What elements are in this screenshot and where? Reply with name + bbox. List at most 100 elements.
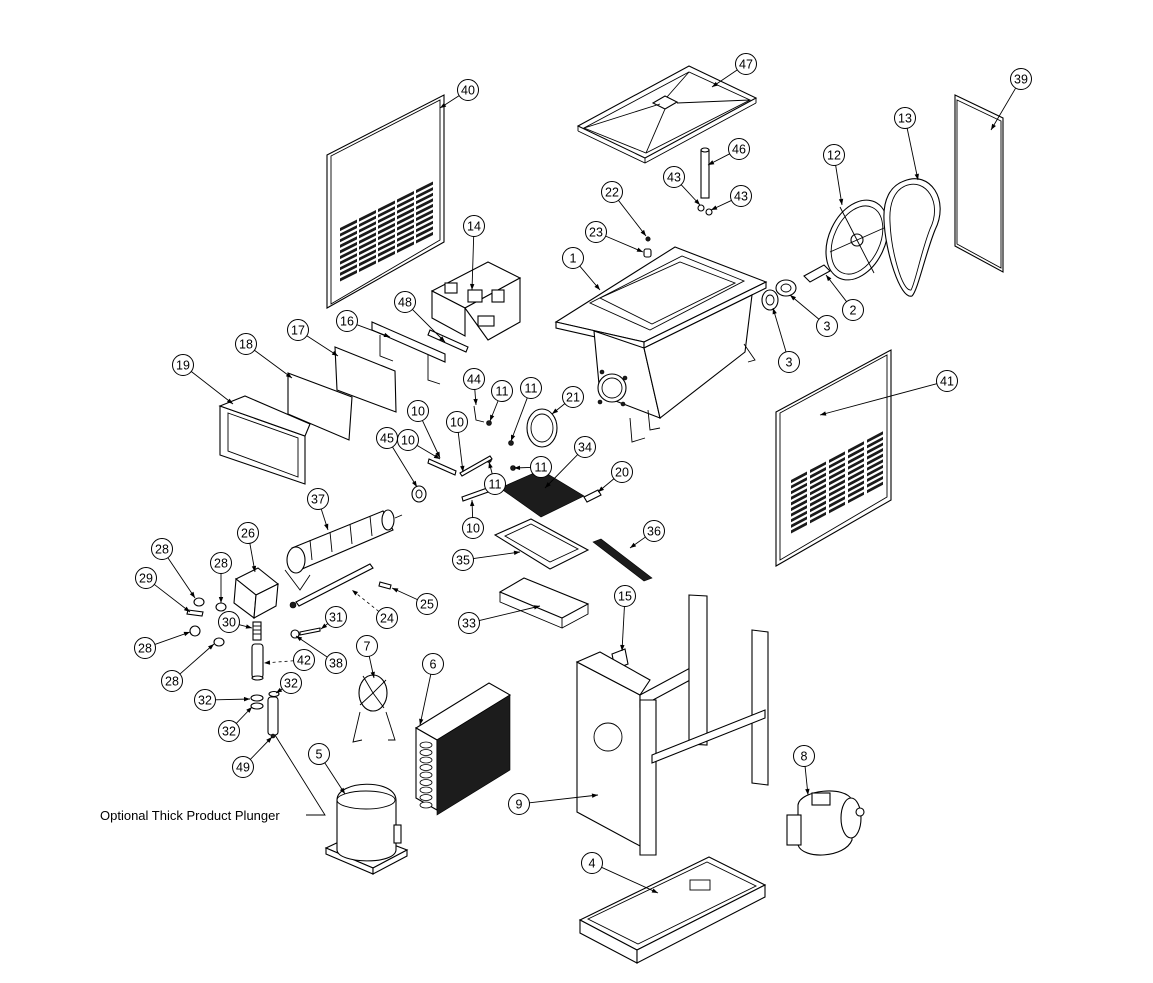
callout-circle	[416, 593, 438, 615]
leader-arrow-c20	[598, 486, 605, 492]
louver-slot	[867, 442, 883, 454]
callout-c11c: 11	[530, 456, 552, 478]
louver-slot	[397, 202, 414, 214]
louver-slot	[867, 448, 883, 460]
callout-c49: 49	[232, 756, 254, 778]
leader-line-c29	[154, 584, 191, 613]
callout-c11a: 11	[491, 380, 513, 402]
callout-number: 21	[566, 391, 580, 405]
louver-slot	[340, 258, 357, 271]
leader-arrow-c11a	[490, 414, 495, 421]
louver-slot	[829, 501, 845, 514]
condenser-coil-loop	[419, 779, 433, 786]
condenser-coil-loop	[419, 741, 433, 749]
louver-slot	[340, 230, 357, 243]
leader-arrow-c1	[594, 283, 600, 290]
leader-line-c10a	[422, 420, 441, 459]
part-34-grille	[499, 469, 585, 518]
louver-slot	[867, 470, 883, 482]
leader-arrow-c36	[630, 542, 637, 548]
louver-slot	[848, 446, 864, 459]
louver-slot	[867, 464, 883, 477]
callout-c2: 2	[842, 299, 864, 321]
louver-slot	[397, 207, 414, 220]
leader-line-c38	[295, 635, 328, 658]
louver-slot	[829, 462, 845, 475]
louver-slot	[359, 210, 376, 222]
leader-line-c39	[990, 87, 1017, 131]
louver-slot	[848, 474, 864, 487]
louver-slot	[378, 239, 395, 252]
callout-c44: 44	[463, 368, 485, 390]
callout-number: 41	[940, 375, 954, 389]
leader-line-c14	[471, 236, 475, 291]
louver-slot	[810, 500, 826, 513]
callout-c43a: 43	[663, 166, 685, 188]
callout-c36: 36	[643, 520, 665, 542]
callout-c9: 9	[508, 793, 530, 815]
callout-number: 32	[222, 725, 236, 739]
callout-number: 31	[329, 611, 343, 625]
louver-slot	[340, 264, 357, 276]
leader-line-c13	[906, 128, 919, 181]
louver-slot	[829, 490, 845, 503]
louver-slot	[397, 230, 414, 242]
callout-circle	[793, 745, 815, 767]
condenser-coil-loop	[419, 749, 433, 756]
callout-c21: 21	[562, 386, 584, 408]
callout-circle	[601, 181, 623, 203]
part-8-motor	[786, 790, 865, 856]
leader-arrow-c16	[383, 332, 390, 337]
louver-slot	[791, 488, 807, 500]
leader-arrow-c41	[820, 411, 827, 416]
callout-circle	[232, 756, 254, 778]
callout-circle	[194, 689, 216, 711]
callout-number: 8	[801, 750, 808, 764]
leader-arrow-c3b	[790, 295, 797, 301]
leader-line-c18	[254, 349, 293, 379]
louver-slot	[397, 213, 414, 225]
callout-circle	[728, 138, 750, 160]
callout-number: 32	[198, 694, 212, 708]
callout-number: 44	[467, 373, 481, 387]
callout-number: 38	[329, 657, 343, 671]
louver-slot	[791, 521, 807, 534]
callout-c8: 8	[793, 745, 815, 767]
callout-number: 32	[284, 677, 298, 691]
callout-c33: 33	[458, 612, 480, 634]
louver-slot	[810, 478, 826, 490]
callout-number: 43	[734, 190, 748, 204]
optional-plunger-note: Optional Thick Product Plunger	[100, 808, 280, 823]
callout-c18: 18	[235, 333, 257, 355]
callout-c28b: 28	[210, 552, 232, 574]
leader-arrow-c43a	[694, 199, 700, 205]
callout-c17: 17	[287, 319, 309, 341]
callout-c42: 42	[293, 649, 315, 671]
leader-arrow-c32b	[276, 687, 283, 693]
note-leader-line	[274, 734, 326, 816]
louver-slot	[378, 211, 395, 224]
callout-c40: 40	[457, 79, 479, 101]
louver-slot	[416, 220, 433, 233]
louver-slot	[340, 241, 357, 254]
leader-arrow-c22	[640, 229, 646, 236]
callout-number: 3	[786, 356, 793, 370]
leader-arrow-c9	[591, 793, 598, 798]
louver-slot	[791, 505, 807, 517]
leader-arrow-c11b	[511, 434, 516, 441]
callout-number: 48	[398, 296, 412, 310]
callout-circle	[520, 377, 542, 399]
leader-line-c41	[819, 383, 937, 416]
callout-circle	[614, 585, 636, 607]
callout-circle	[611, 461, 633, 483]
callout-number: 11	[489, 478, 502, 492]
louver-slot	[416, 209, 433, 222]
leader-arrow-c12	[838, 198, 844, 205]
callout-number: 16	[340, 315, 354, 329]
louver-slot	[359, 238, 376, 250]
louver-slot	[810, 461, 826, 474]
callout-number: 13	[898, 112, 912, 126]
leader-arrow-c31	[321, 623, 328, 629]
louver-slot	[810, 495, 826, 507]
leader-arrow-c3a	[772, 308, 777, 315]
